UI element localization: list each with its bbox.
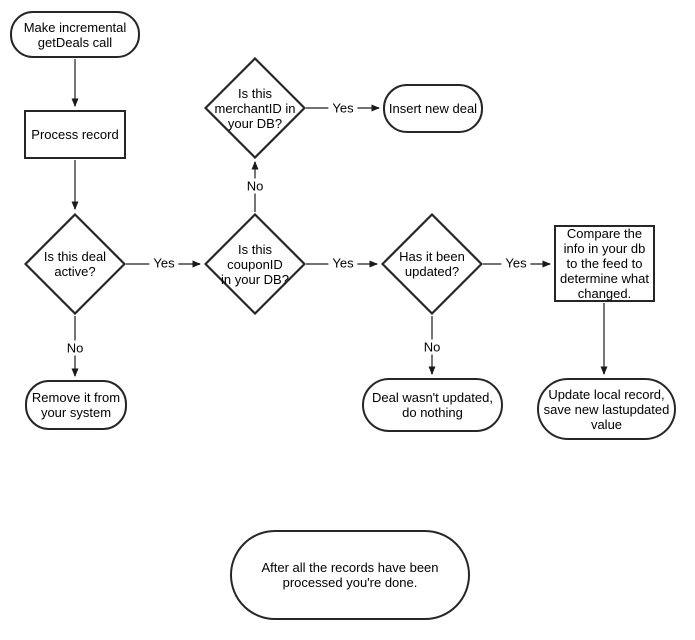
node-update-local-record-label: Update local record, save new lastupdate… xyxy=(543,386,670,432)
node-insert-new-deal-label: Insert new deal xyxy=(388,101,478,116)
node-remove-from-system-label: Remove it from your system xyxy=(31,390,121,420)
node-start-label: Make incremental getDeals call xyxy=(23,19,127,50)
node-compare-info: Compare the info in your db to the feed … xyxy=(554,225,655,302)
node-merchant-in-db-label: Is this merchantID in your DB? xyxy=(214,85,296,131)
node-update-local-record: Update local record, save new lastupdate… xyxy=(537,378,676,440)
edge-label-updated-no: No xyxy=(419,339,445,355)
node-deal-active-label: Is this deal active? xyxy=(43,249,107,279)
node-has-been-updated: Has it been updated? xyxy=(381,213,483,315)
edge-label-coupon-yes: Yes xyxy=(328,255,358,271)
node-start: Make incremental getDeals call xyxy=(10,11,140,58)
edge-label-updated-yes: Yes xyxy=(501,255,531,271)
node-process-record-label: Process record xyxy=(31,127,119,142)
diamond-shape xyxy=(381,213,483,315)
node-done-label: After all the records have been processe… xyxy=(261,560,439,590)
node-deal-active: Is this deal active? xyxy=(24,213,126,315)
node-coupon-in-db-label: Is this couponID in your DB? xyxy=(221,241,289,287)
node-merchant-in-db: Is this merchantID in your DB? xyxy=(204,57,306,159)
node-deal-not-updated: Deal wasn't updated, do nothing xyxy=(362,378,503,432)
node-compare-info-label: Compare the info in your db to the feed … xyxy=(560,226,649,301)
edge-label-merchant-yes: Yes xyxy=(328,100,358,116)
node-insert-new-deal: Insert new deal xyxy=(383,84,483,133)
node-remove-from-system: Remove it from your system xyxy=(25,380,127,430)
edge-label-deal-active-yes: Yes xyxy=(149,255,179,271)
edge-label-deal-active-no: No xyxy=(62,340,88,356)
edge-label-coupon-no: No xyxy=(242,178,268,194)
node-deal-not-updated-label: Deal wasn't updated, do nothing xyxy=(371,390,493,420)
diamond-shape xyxy=(204,213,306,315)
node-process-record: Process record xyxy=(24,110,126,159)
node-done: After all the records have been processe… xyxy=(230,530,470,620)
diamond-shape xyxy=(204,57,306,159)
node-coupon-in-db: Is this couponID in your DB? xyxy=(204,213,306,315)
node-has-been-updated-label: Has it been updated? xyxy=(399,249,465,279)
diamond-shape xyxy=(24,213,126,315)
